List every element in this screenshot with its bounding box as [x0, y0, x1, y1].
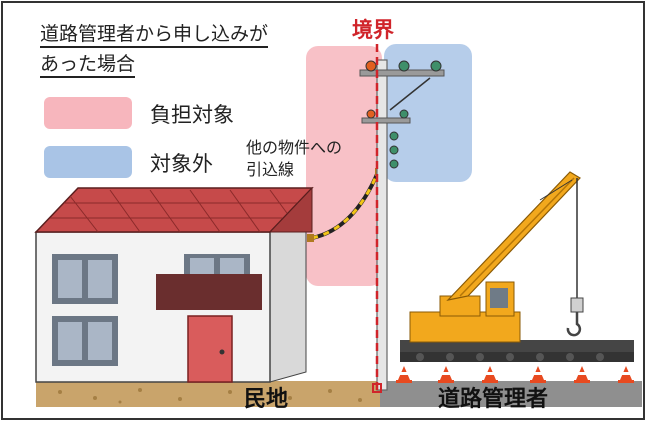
crane-truck-icon — [400, 171, 634, 362]
legend-label-excluded: 対象外 — [150, 152, 213, 176]
ground-texture — [58, 388, 362, 404]
private-ground — [36, 381, 380, 407]
road-manager-label: 道路管理者 — [438, 387, 549, 412]
service-line-label-1: 他の物件への — [246, 138, 343, 157]
private-land-label: 民地 — [244, 387, 289, 412]
traffic-cone-icon — [396, 366, 634, 383]
boundary-label: 境界 — [352, 18, 394, 42]
road-ground — [380, 381, 642, 407]
excluded-zone — [384, 44, 472, 182]
legend-swatch-burden — [44, 97, 132, 129]
legend-swatch-excluded — [44, 146, 132, 178]
burden-zone — [306, 46, 382, 286]
service-line-label-2: 引込線 — [246, 160, 295, 179]
house-icon — [34, 186, 314, 383]
legend-label-burden: 負担対象 — [150, 103, 234, 127]
heading-line-2: あった場合 — [40, 52, 136, 78]
heading-line-1: 道路管理者から申し込みが — [40, 22, 269, 48]
